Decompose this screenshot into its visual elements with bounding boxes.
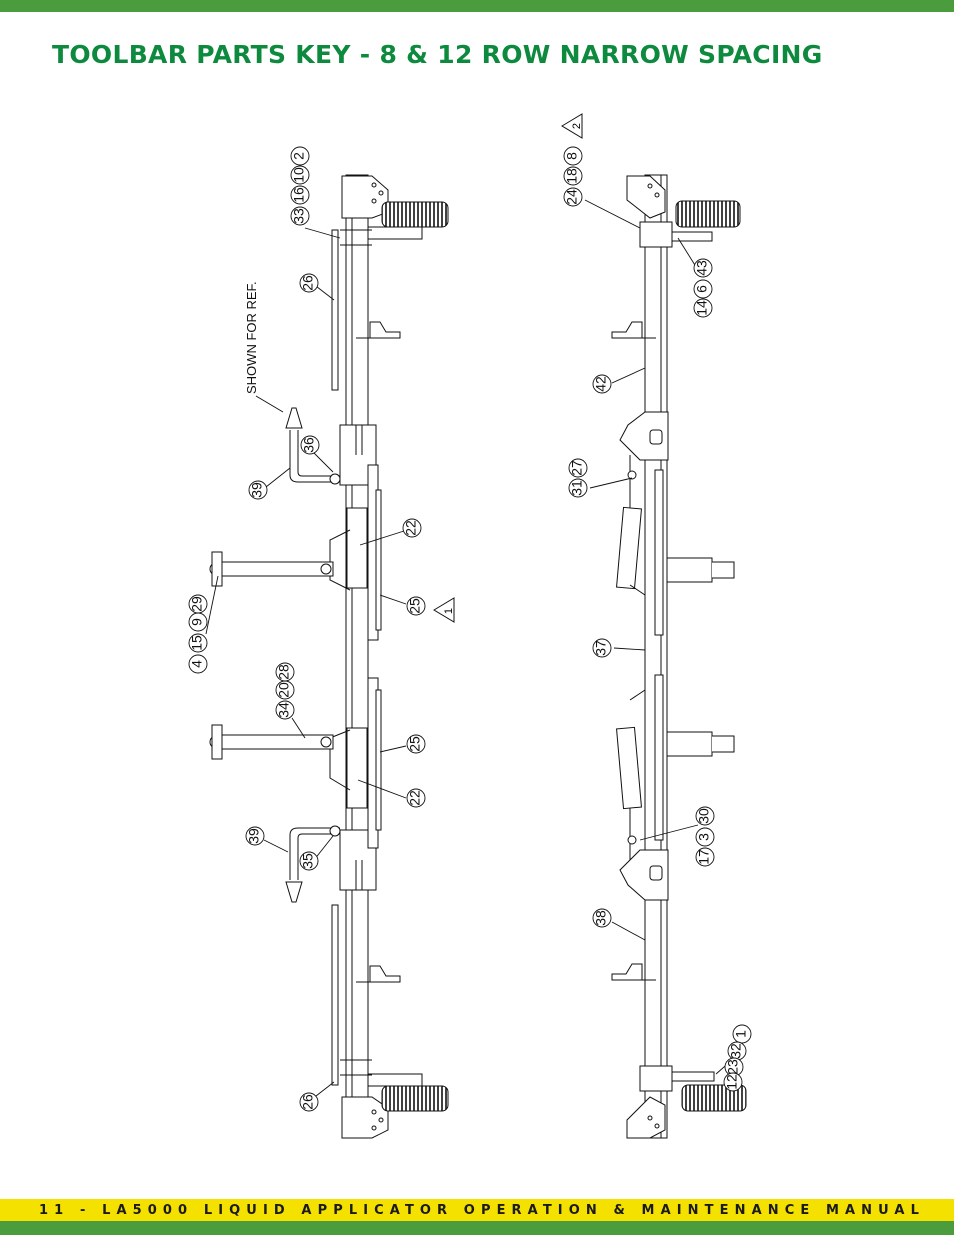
page-title: TOOLBAR PARTS KEY - 8 & 12 ROW NARROW SP… bbox=[52, 40, 823, 69]
callout-9: 9 bbox=[189, 618, 205, 626]
left-toolbar-assembly bbox=[209, 174, 449, 1139]
callout-33: 33 bbox=[291, 208, 307, 224]
toolbar-parts-diagram: 1 2 SHOWN FOR REF. 33 16 10 2 26 bbox=[188, 113, 752, 1139]
callout-12: 12 bbox=[724, 1074, 740, 1090]
shown-for-ref-note: SHOWN FOR REF. bbox=[244, 281, 259, 394]
callout-numbers: 33 16 10 2 26 36 39 22 25 4 15 9 29 34 2… bbox=[189, 152, 749, 1110]
callout-14: 14 bbox=[694, 300, 710, 316]
callout-42: 42 bbox=[593, 376, 609, 392]
callout-6: 6 bbox=[694, 285, 710, 293]
callout-18: 18 bbox=[564, 168, 580, 184]
callout-10: 10 bbox=[291, 167, 307, 183]
callout-25-bottom: 25 bbox=[407, 736, 423, 752]
callout-34: 34 bbox=[276, 702, 292, 718]
callout-39-top: 39 bbox=[249, 482, 265, 498]
callout-29: 29 bbox=[189, 596, 205, 612]
callout-3: 3 bbox=[696, 833, 712, 841]
callout-26-top: 26 bbox=[300, 275, 316, 291]
callout-37: 37 bbox=[593, 640, 609, 656]
callout-39-bottom: 39 bbox=[246, 828, 262, 844]
callout-27: 27 bbox=[569, 460, 585, 476]
warning-triangle-2: 2 bbox=[561, 113, 583, 139]
callout-26-bottom: 26 bbox=[300, 1094, 316, 1110]
callout-38: 38 bbox=[593, 910, 609, 926]
callout-15: 15 bbox=[189, 635, 205, 651]
callout-35: 35 bbox=[300, 853, 316, 869]
callout-22-bottom: 22 bbox=[407, 790, 423, 806]
top-green-band bbox=[0, 0, 954, 12]
callout-30: 30 bbox=[696, 808, 712, 824]
footer-bar: 11 - LA5000 LIQUID APPLICATOR OPERATION … bbox=[0, 1199, 954, 1221]
callout-8: 8 bbox=[564, 152, 580, 160]
callout-24: 24 bbox=[564, 189, 580, 205]
warning-triangle-1: 1 bbox=[433, 597, 455, 623]
callout-16: 16 bbox=[291, 187, 307, 203]
footer-text: 11 - LA5000 LIQUID APPLICATOR OPERATION … bbox=[39, 1203, 925, 1218]
warning-number-1: 1 bbox=[443, 608, 455, 614]
callout-17: 17 bbox=[696, 849, 712, 865]
right-toolbar-assembly bbox=[611, 174, 747, 1139]
callout-43: 43 bbox=[694, 260, 710, 276]
callout-22-top: 22 bbox=[403, 520, 419, 536]
callout-bubbles bbox=[188, 146, 752, 1112]
footer-separator: - bbox=[79, 1202, 92, 1218]
warning-number-2: 2 bbox=[571, 123, 583, 129]
callout-25-top: 25 bbox=[407, 598, 423, 614]
callout-2: 2 bbox=[291, 152, 307, 160]
callout-23: 23 bbox=[725, 1059, 741, 1075]
page-number: 11 bbox=[39, 1202, 70, 1218]
callout-4: 4 bbox=[189, 660, 205, 668]
callout-36: 36 bbox=[301, 437, 317, 453]
callout-1: 1 bbox=[733, 1030, 749, 1038]
bottom-green-band bbox=[0, 1221, 954, 1235]
callout-32: 32 bbox=[728, 1043, 744, 1059]
callout-31: 31 bbox=[569, 480, 585, 496]
callout-28: 28 bbox=[276, 664, 292, 680]
callout-20: 20 bbox=[276, 682, 292, 698]
manual-title: LA5000 LIQUID APPLICATOR OPERATION & MAI… bbox=[102, 1202, 925, 1218]
